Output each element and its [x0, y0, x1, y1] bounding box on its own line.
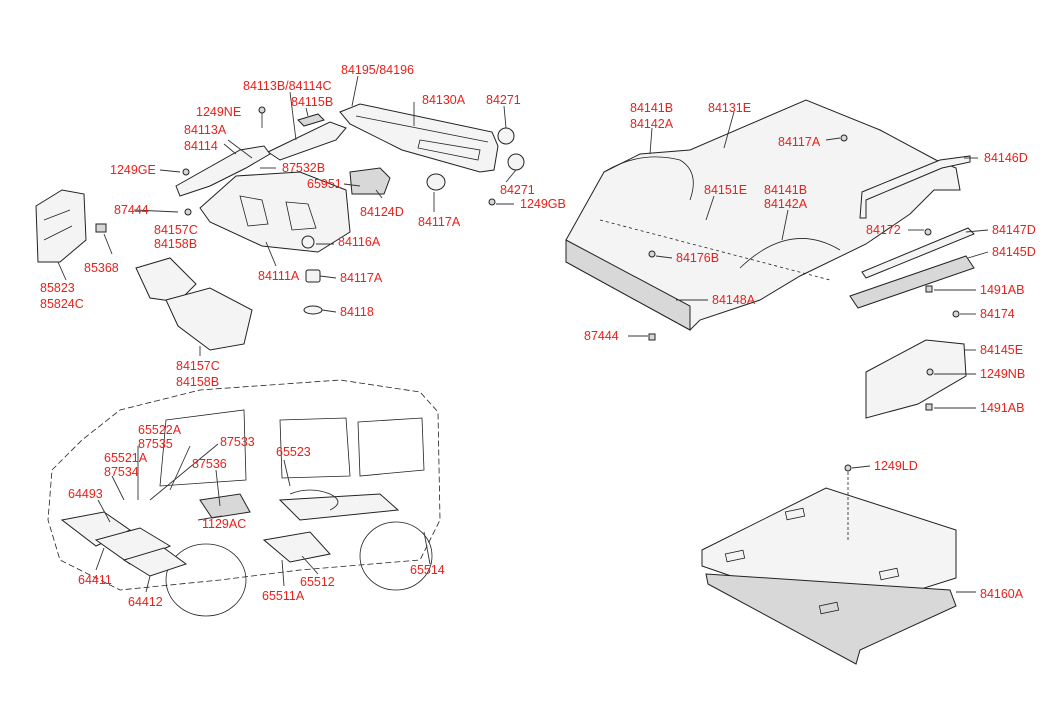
label-84271-b: 84271 [500, 183, 535, 197]
part-84160A-mat [701, 464, 957, 665]
label-84157C-2: 84157C [176, 359, 220, 373]
label-84124D: 84124D [360, 205, 404, 219]
label-65514: 65514 [410, 563, 445, 577]
label-87444-a: 87444 [114, 203, 149, 217]
label-87444-b: 87444 [584, 329, 619, 343]
label-1491AB-b: 1491AB [980, 401, 1024, 415]
part-84113B [258, 91, 347, 161]
label-65511A: 65511A [262, 589, 305, 603]
part-84111A [199, 167, 391, 253]
label-84141B-2: 84141B [764, 183, 807, 197]
part-84117A-84118 [303, 269, 323, 315]
label-1129AC: 1129AC [202, 517, 246, 531]
leader-lines [57, 102, 989, 593]
label-87536: 87536 [192, 457, 227, 471]
part-84176B [648, 250, 656, 341]
label-84176B: 84176B [676, 251, 719, 265]
label-84117A-a: 84117A [418, 215, 461, 229]
label-65521A: 65521A [104, 451, 148, 465]
label-84147D: 84147D [992, 223, 1036, 237]
label-84130A: 84130A [422, 93, 466, 107]
label-84113B: 84113B/84114C [243, 79, 332, 93]
label-84117A-c: 84117A [778, 135, 821, 149]
label-64411: 64411 [78, 573, 112, 587]
part-84145E [865, 310, 967, 419]
label-84114: 84114 [184, 139, 218, 153]
part-84131E-cargo-floor [565, 99, 961, 331]
label-84151E: 84151E [704, 183, 747, 197]
label-84157C-1: 84157C [154, 223, 198, 237]
part-84157C [135, 208, 253, 351]
label-64412: 64412 [128, 595, 163, 609]
label-84271-a: 84271 [486, 93, 521, 107]
label-65512: 65512 [300, 575, 335, 589]
label-84111A: 84111A [258, 269, 300, 283]
part-labels: 84195/84196 84113B/84114C 84115B 1249NE … [40, 63, 1036, 609]
label-64493: 64493 [68, 487, 103, 501]
label-85824C: 85824C [40, 297, 84, 311]
label-1491AB-a: 1491AB [980, 283, 1024, 297]
label-84148A: 84148A [712, 293, 756, 307]
label-84117A-b: 84117A [340, 271, 383, 285]
label-84158B-1: 84158B [154, 237, 197, 251]
label-84115B: 84115B [291, 95, 333, 109]
label-87533: 87533 [220, 435, 255, 449]
label-87532B: 87532B [282, 161, 325, 175]
label-84145D: 84145D [992, 245, 1036, 259]
vehicle-body [47, 379, 441, 617]
label-84142A-2: 84142A [764, 197, 808, 211]
label-1249LD: 1249LD [874, 459, 918, 473]
label-84160A: 84160A [980, 587, 1024, 601]
label-87534: 87534 [104, 465, 139, 479]
label-84172: 84172 [866, 223, 901, 237]
label-84146D: 84146D [984, 151, 1028, 165]
part-85823 [35, 189, 107, 263]
label-84131E: 84131E [708, 101, 751, 115]
label-1249NB: 1249NB [980, 367, 1025, 381]
label-85823: 85823 [40, 281, 75, 295]
part-84147D [849, 227, 975, 309]
label-1249NE: 1249NE [196, 105, 241, 119]
label-65522A: 65522A [138, 423, 182, 437]
label-1249GB: 1249GB [520, 197, 566, 211]
label-65523: 65523 [276, 445, 311, 459]
label-87535: 87535 [138, 437, 173, 451]
part-84113A [175, 143, 271, 197]
label-84118: 84118 [340, 305, 374, 319]
label-84113A: 84113A [184, 123, 227, 137]
label-65951: 65951 [307, 177, 342, 191]
part-84146D [859, 155, 971, 219]
label-1249GE: 1249GE [110, 163, 156, 177]
label-84116A: 84116A [338, 235, 381, 249]
label-84195: 84195/84196 [341, 63, 414, 77]
part-84195 [339, 75, 499, 173]
label-84174: 84174 [980, 307, 1015, 321]
label-84145E: 84145E [980, 343, 1023, 357]
label-84158B-2: 84158B [176, 375, 219, 389]
label-85368: 85368 [84, 261, 119, 275]
label-84142A-1: 84142A [630, 117, 674, 131]
label-84141B-1: 84141B [630, 101, 673, 115]
